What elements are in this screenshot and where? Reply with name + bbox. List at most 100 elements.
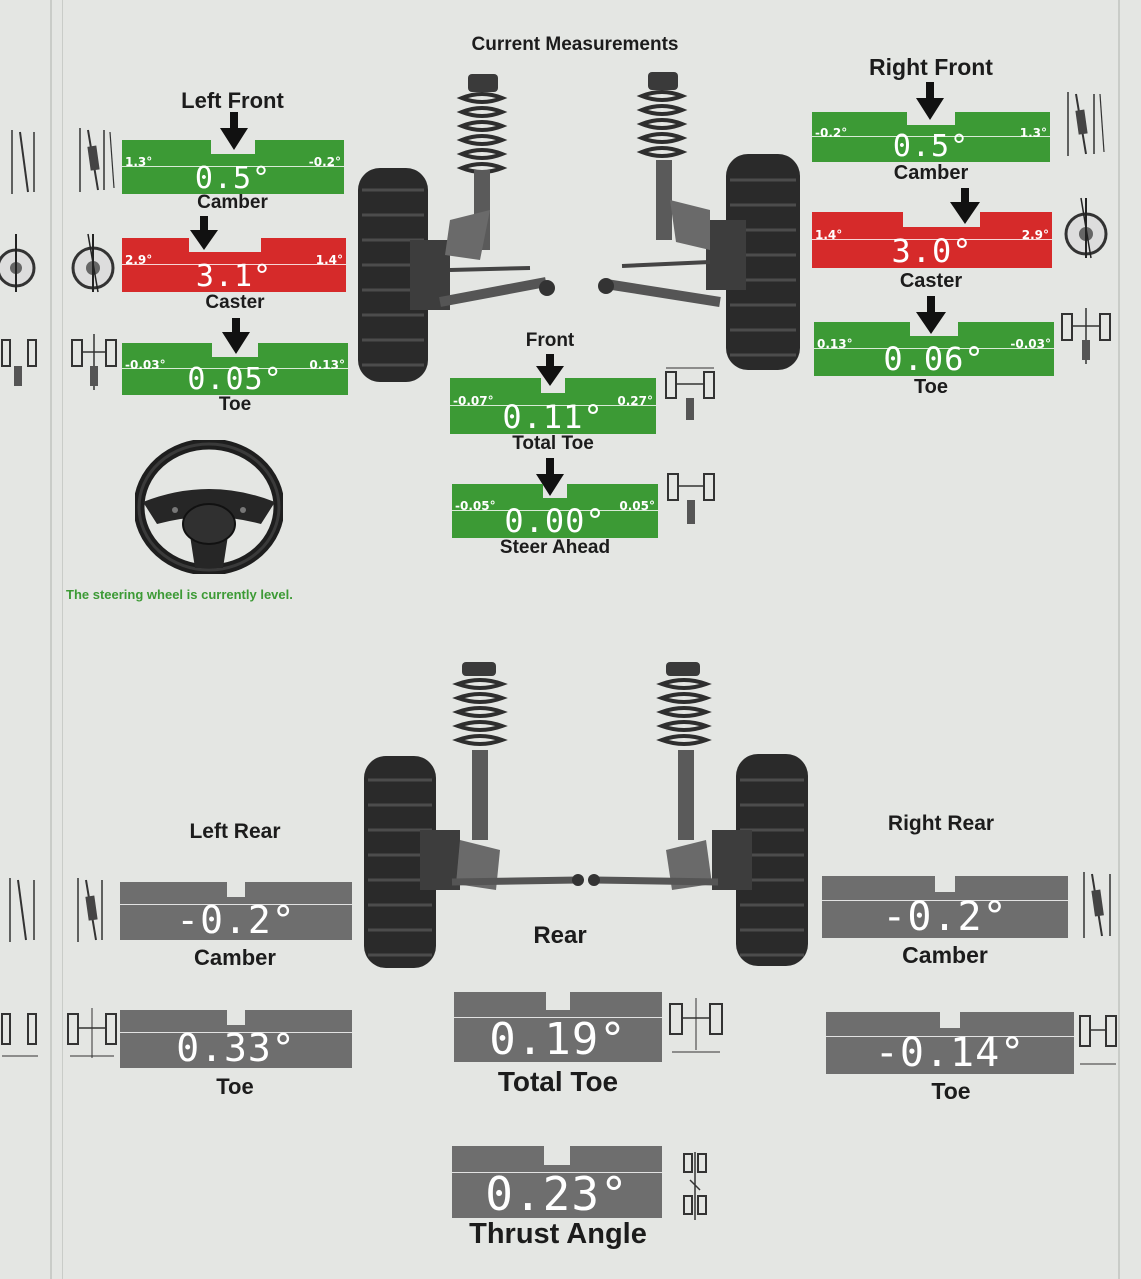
down-arrow-icon: [916, 296, 946, 334]
gauge-value: 0.5°: [892, 129, 970, 164]
gauge-value: 0.5°: [194, 161, 272, 197]
toe-diagram-icon: [1079, 1015, 1117, 1065]
steering-status-message: The steering wheel is currently level.: [66, 587, 293, 602]
camber-diagram-icon: [77, 878, 103, 942]
camber-diagram-icon: [9, 878, 35, 942]
rf-caster-gauge: 1.4° 2.9° 3.0°: [812, 212, 1052, 271]
lf-toe-label: Toe: [218, 394, 252, 415]
gauge-min: -0.03°: [125, 357, 166, 372]
gauge-center-line: [120, 1032, 352, 1034]
toe-diagram-icon: [71, 334, 117, 390]
gauge-notch: [229, 1012, 243, 1024]
frame-line-inner: [62, 0, 63, 1279]
gauge-notch: [550, 1148, 564, 1164]
left-margin-line: [50, 0, 52, 1279]
gauge-value: 3.1°: [195, 259, 273, 295]
camber-diagram-icon: [79, 128, 115, 192]
steering-wheel-icon: [135, 440, 283, 574]
gauge-notch: [228, 884, 242, 896]
gauge-value: 0.00°: [504, 502, 606, 541]
toe-diagram-icon: [1, 1013, 38, 1057]
rear-suspension-illustration: [364, 662, 808, 968]
rf-camber-label: Camber: [893, 162, 969, 184]
toe-diagram-icon: [67, 1008, 117, 1058]
camber-diagram-icon: [1083, 872, 1111, 938]
right-front-title: Right Front: [869, 54, 993, 80]
gauge-max: 0.13°: [309, 357, 345, 372]
down-arrow-icon: [536, 354, 564, 386]
rear-title: Rear: [533, 922, 587, 949]
gauge-value: 0.05°: [187, 362, 283, 398]
gauge-notch: [551, 994, 565, 1010]
rr-camber-gauge: -0.2°: [822, 876, 1068, 941]
gauge-min: 0.13°: [817, 337, 853, 352]
front-total-toe-label: Total Toe: [512, 433, 594, 454]
rr-camber-label: Camber: [902, 942, 988, 968]
lf-caster-label: Caster: [205, 292, 265, 313]
gauge-center-line: [122, 263, 346, 265]
page-title: Current Measurements: [471, 34, 679, 55]
gauge-value: -0.2°: [176, 898, 296, 943]
gauge-max: -0.2°: [308, 155, 341, 170]
gauge-value: 0.33°: [176, 1026, 296, 1071]
lf-toe-gauge: -0.03° 0.13° 0.05°: [122, 343, 348, 398]
gauge-value: 0.11°: [502, 398, 604, 437]
steer-ahead-gauge: -0.05° 0.05° 0.00°: [452, 484, 658, 541]
gauge-min: 1.4°: [815, 227, 843, 242]
total-toe-diagram-icon: [669, 998, 723, 1053]
gauge-min: 2.9°: [125, 253, 153, 268]
camber-diagram-icon: [11, 130, 35, 194]
right-margin-line: [1118, 0, 1120, 1279]
lf-camber-label: Camber: [197, 192, 268, 213]
gauge-center-line: [812, 238, 1052, 240]
right-rear-title: Right Rear: [887, 812, 995, 835]
gauge-value: 0.06°: [883, 340, 985, 379]
rr-toe-gauge: -0.14°: [826, 1012, 1074, 1077]
gauge-center-line: [826, 1035, 1074, 1037]
gauge-min: -0.2°: [815, 126, 848, 140]
gauge-max: 2.9°: [1021, 227, 1049, 242]
rf-toe-label: Toe: [913, 376, 949, 398]
gauge-value: 3.0°: [891, 232, 973, 271]
steer-ahead-diagram-icon: [667, 473, 715, 524]
down-arrow-icon: [536, 458, 564, 496]
gauge-value: -0.2°: [882, 894, 1008, 941]
caster-wheel-icon: [0, 234, 36, 292]
lf-camber-gauge: 1.3° -0.2° 0.5°: [122, 140, 344, 197]
rf-camber-gauge: -0.2° 1.3° 0.5°: [812, 112, 1050, 164]
toe-diagram-icon: [1, 339, 37, 386]
rr-toe-label: Toe: [931, 1078, 971, 1104]
camber-diagram-icon: [1067, 92, 1105, 156]
gauge-max: 1.3°: [1019, 126, 1047, 140]
lr-toe-label: Toe: [216, 1074, 254, 1099]
gauge-value: 0.19°: [489, 1013, 627, 1065]
gauge-center-line: [452, 509, 658, 511]
gauge-notch: [938, 878, 952, 892]
gauge-max: -0.03°: [1010, 337, 1051, 352]
gauge-min: -0.05°: [455, 499, 496, 514]
gauge-value: -0.14°: [874, 1030, 1026, 1077]
caster-wheel-icon: [71, 233, 115, 293]
gauge-center-line: [450, 404, 656, 406]
gauge-max: 0.05°: [619, 499, 655, 514]
lr-toe-gauge: 0.33°: [120, 1010, 352, 1071]
gauge-value: 0.23°: [485, 1166, 629, 1221]
gauge-center-line: [452, 1171, 662, 1173]
gauge-max: 1.4°: [315, 253, 343, 268]
rf-caster-label: Caster: [899, 270, 963, 292]
gauge-center-line: [812, 136, 1050, 137]
toe-diagram-icon: [1061, 308, 1111, 364]
gauge-center-line: [814, 347, 1054, 349]
gauge-center-line: [120, 904, 352, 906]
gauge-min: -0.07°: [453, 393, 494, 408]
steer-ahead-label: Steer Ahead: [499, 537, 611, 558]
rear-total-toe-label: Total Toe: [497, 1066, 619, 1097]
gauge-center-line: [822, 899, 1068, 901]
down-arrow-icon: [916, 82, 944, 120]
thrust-angle-gauge: 0.23°: [452, 1146, 662, 1221]
lf-caster-gauge: 2.9° 1.4° 3.1°: [122, 238, 346, 295]
rf-toe-gauge: 0.13° -0.03° 0.06°: [814, 322, 1054, 379]
lr-camber-gauge: -0.2°: [120, 882, 352, 943]
thrust-angle-label: Thrust Angle: [469, 1218, 647, 1250]
front-suspension-illustration: [358, 72, 800, 382]
